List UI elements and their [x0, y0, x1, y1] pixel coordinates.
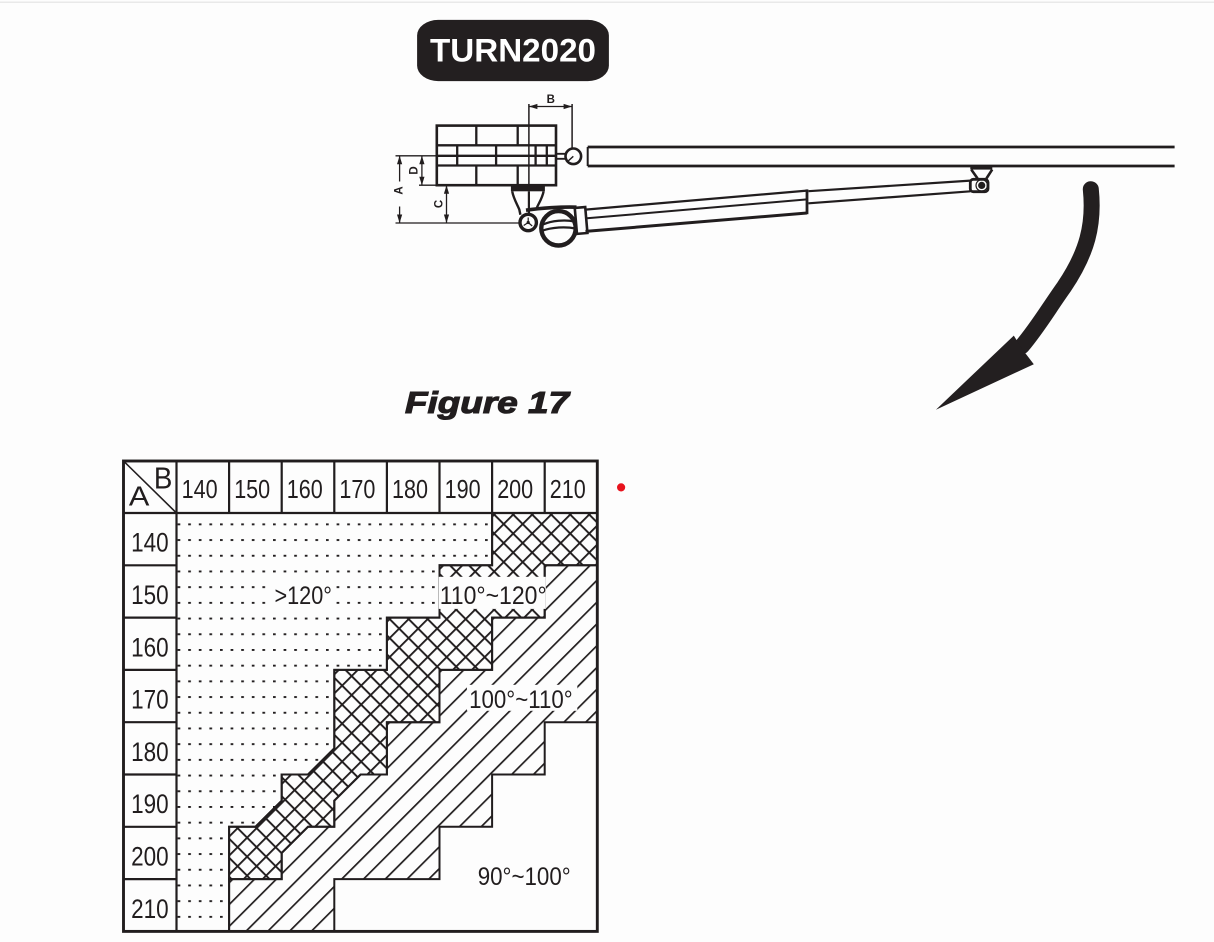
svg-text:B: B — [547, 94, 555, 106]
svg-text:150: 150 — [234, 474, 270, 504]
svg-text:190: 190 — [131, 789, 169, 819]
svg-text:200: 200 — [497, 474, 533, 504]
svg-text:160: 160 — [131, 632, 169, 662]
svg-text:170: 170 — [131, 685, 169, 715]
svg-text:200: 200 — [131, 842, 169, 872]
svg-text:B: B — [154, 463, 173, 496]
svg-text:170: 170 — [339, 474, 375, 504]
svg-text:160: 160 — [287, 474, 323, 504]
svg-text:>120°: >120° — [274, 582, 332, 610]
svg-text:180: 180 — [392, 474, 428, 504]
svg-text:A: A — [394, 186, 406, 194]
svg-text:110°~120°: 110°~120° — [440, 582, 547, 610]
svg-text:A: A — [129, 481, 150, 512]
svg-text:180: 180 — [131, 737, 169, 767]
svg-text:D: D — [409, 166, 421, 174]
svg-text:210: 210 — [131, 894, 169, 924]
svg-text:90°~100°: 90°~100° — [478, 863, 571, 891]
svg-text:100°~110°: 100°~110° — [469, 686, 573, 714]
svg-text:140: 140 — [182, 474, 218, 504]
svg-text:Figure 17: Figure 17 — [405, 387, 572, 420]
svg-text:C: C — [434, 200, 446, 208]
svg-text:TURN2020: TURN2020 — [430, 33, 596, 69]
svg-text:210: 210 — [550, 474, 586, 504]
svg-text:150: 150 — [131, 580, 169, 610]
svg-text:190: 190 — [445, 474, 481, 504]
svg-text:140: 140 — [131, 528, 169, 558]
